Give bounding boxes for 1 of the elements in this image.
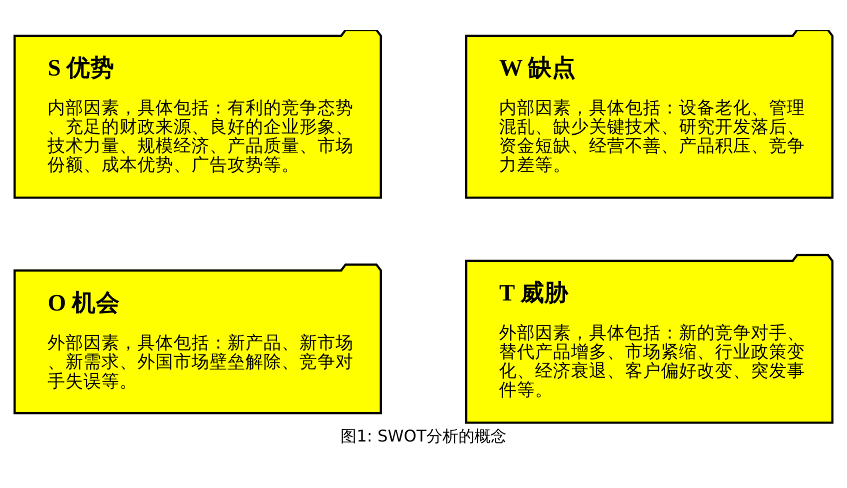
caption: 图1: SWOT分析的概念	[340, 426, 506, 446]
